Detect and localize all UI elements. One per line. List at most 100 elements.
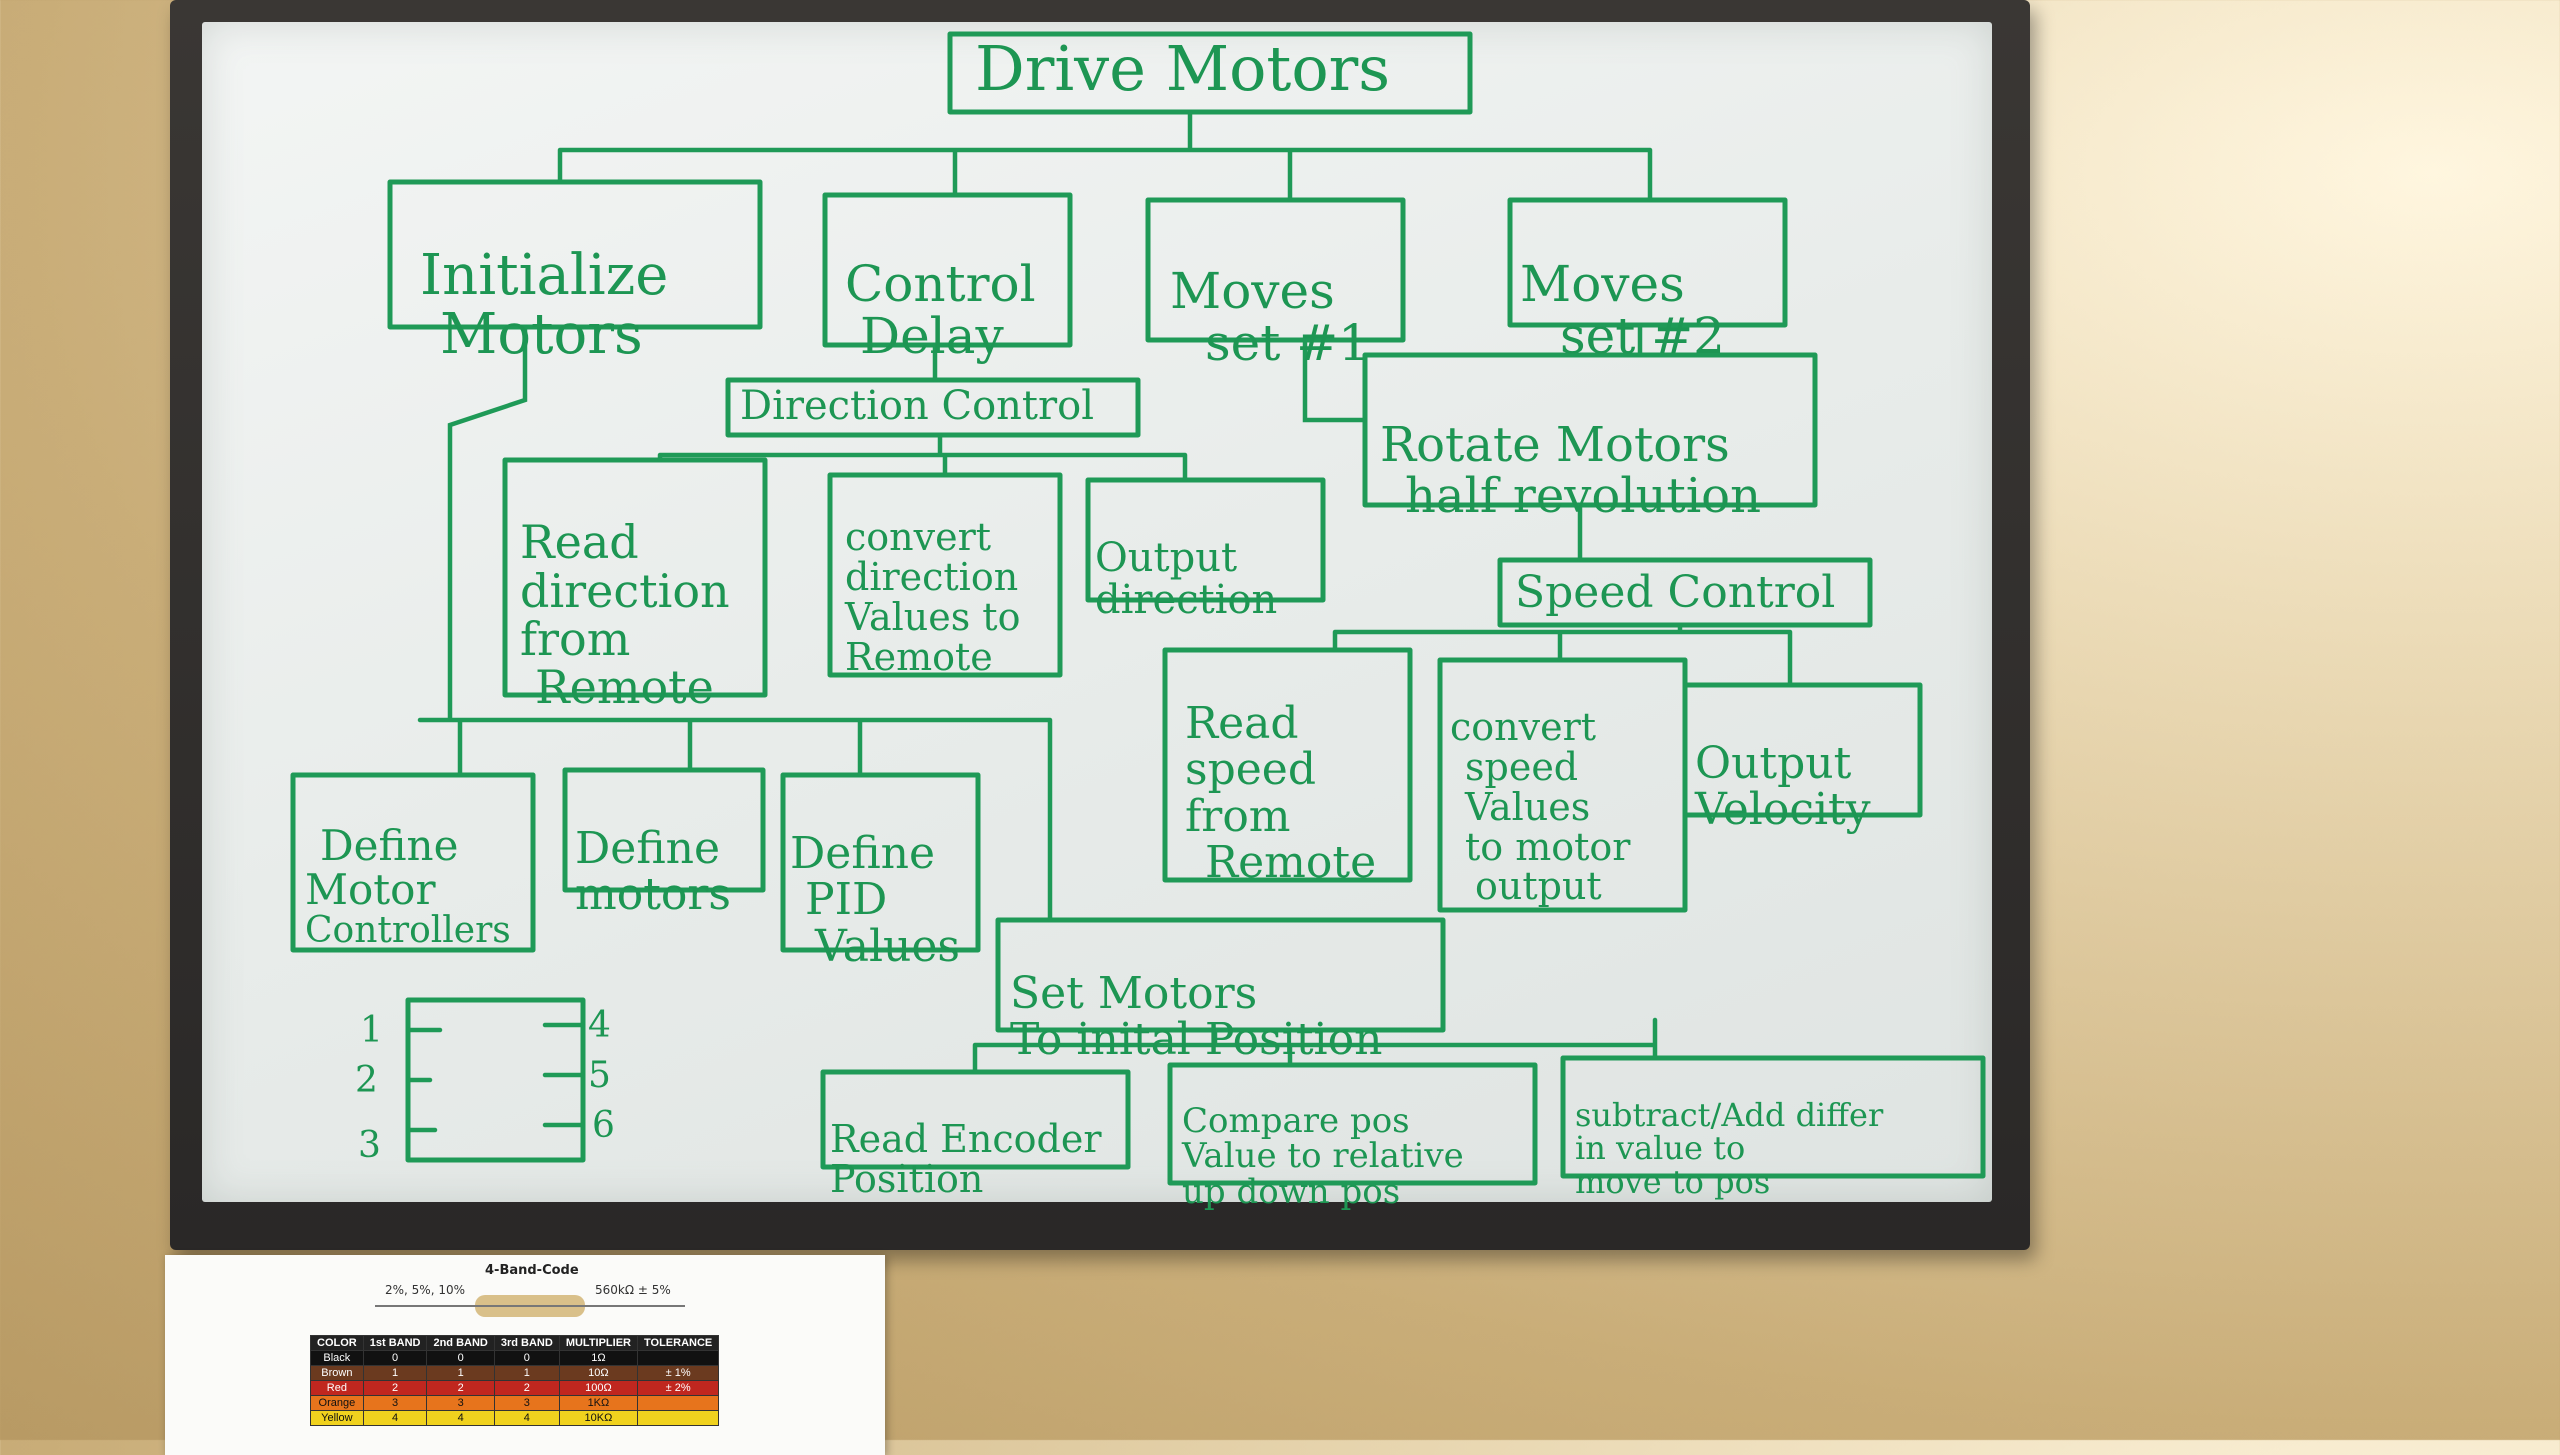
col-header: 1st BAND xyxy=(362,1335,428,1351)
table-cell xyxy=(636,1350,720,1366)
output-direction-box xyxy=(1085,477,1326,603)
compare-pos-box xyxy=(1167,1062,1538,1186)
table-cell: Black xyxy=(310,1350,364,1366)
table-cell: 2 xyxy=(362,1380,428,1396)
moves-2-box xyxy=(1507,197,1788,328)
pin-label-3: 3 xyxy=(358,1125,381,1166)
speed-control-label: Speed Control xyxy=(1515,567,1836,618)
table-cell: 4 xyxy=(426,1410,495,1426)
table-cell: 10KΩ xyxy=(558,1410,639,1426)
pin-label-4: 4 xyxy=(588,1005,611,1046)
table-cell: 2 xyxy=(426,1380,495,1396)
pin-stubs xyxy=(405,1022,586,1133)
whiteboard xyxy=(202,22,1992,1202)
table-cell xyxy=(636,1410,720,1426)
rotate-motors-box xyxy=(1362,352,1818,508)
read-direction-box xyxy=(502,457,768,698)
table-cell: 0 xyxy=(426,1350,495,1366)
subtract-add-box xyxy=(1560,1055,1986,1179)
table-cell: ± 1% xyxy=(636,1365,720,1381)
initialize-box xyxy=(387,179,763,330)
table-cell: Brown xyxy=(310,1365,364,1381)
title-box xyxy=(947,31,1473,115)
col-header: 2nd BAND xyxy=(426,1335,495,1351)
table-cell: 4 xyxy=(362,1410,428,1426)
read-speed-box xyxy=(1162,647,1413,883)
col-header: 3rd BAND xyxy=(493,1335,560,1351)
pin-label-6: 6 xyxy=(592,1105,615,1146)
connector-speed xyxy=(1332,622,1793,688)
table-header-row: COLOR 1st BAND 2nd BAND 3rd BAND MULTIPL… xyxy=(310,1335,720,1351)
table-cell: ± 2% xyxy=(636,1380,720,1396)
table-cell: 10Ω xyxy=(558,1365,639,1381)
pin-label-1: 1 xyxy=(360,1010,383,1051)
define-controllers-box xyxy=(290,772,536,953)
table-cell: 100Ω xyxy=(558,1380,639,1396)
output-velocity-box xyxy=(1682,682,1923,818)
table-cell: 1 xyxy=(362,1365,428,1381)
pin-label-5: 5 xyxy=(588,1055,611,1096)
moves-1-box xyxy=(1145,197,1406,343)
table-cell: 1 xyxy=(493,1365,560,1381)
table-cell: 1KΩ xyxy=(558,1395,639,1411)
table-cell: 1Ω xyxy=(558,1350,639,1366)
chart-title: 4-Band-Code xyxy=(485,1263,579,1278)
connector-initialize xyxy=(417,324,1053,923)
table-cell: Red xyxy=(310,1380,364,1396)
pin-label-2: 2 xyxy=(355,1060,378,1101)
col-header: COLOR xyxy=(310,1335,364,1351)
table-cell: 0 xyxy=(493,1350,560,1366)
table-cell: 1 xyxy=(426,1365,495,1381)
resistor-color-table: COLOR 1st BAND 2nd BAND 3rd BAND MULTIPL… xyxy=(310,1335,720,1426)
speed-control-box xyxy=(1497,557,1873,628)
table-cell: 4 xyxy=(493,1410,560,1426)
table-cell: 3 xyxy=(362,1395,428,1411)
connector-moves-1 xyxy=(1302,337,1368,423)
table-cell: 3 xyxy=(493,1395,560,1411)
table-cell: Yellow xyxy=(310,1410,364,1426)
table-cell: Orange xyxy=(310,1395,364,1411)
col-header: MULTIPLIER xyxy=(558,1335,639,1351)
table-cell: 2 xyxy=(493,1380,560,1396)
connector-set-motors xyxy=(972,1017,1658,1075)
col-header: TOLERANCE xyxy=(636,1335,720,1351)
connector-direction xyxy=(657,432,1188,483)
resistor-color-chart: 4-Band-Code 2%, 5%, 10% 560kΩ ± 5% COLOR… xyxy=(165,1255,885,1455)
chart-left-caption: 2%, 5%, 10% xyxy=(385,1283,466,1297)
connector-title xyxy=(557,109,1653,203)
define-pid-box xyxy=(780,772,981,953)
diagram-title: Drive Motors xyxy=(975,32,1391,105)
resistor-illustration xyxy=(375,1295,685,1317)
table-cell: 0 xyxy=(362,1350,428,1366)
set-motors-box xyxy=(995,917,1446,1033)
table-cell: 3 xyxy=(426,1395,495,1411)
chart-right-caption: 560kΩ ± 5% xyxy=(595,1283,671,1297)
define-motors-box xyxy=(562,767,766,893)
table-cell xyxy=(636,1395,720,1411)
direction-control-label: Direction Control xyxy=(740,383,1095,429)
